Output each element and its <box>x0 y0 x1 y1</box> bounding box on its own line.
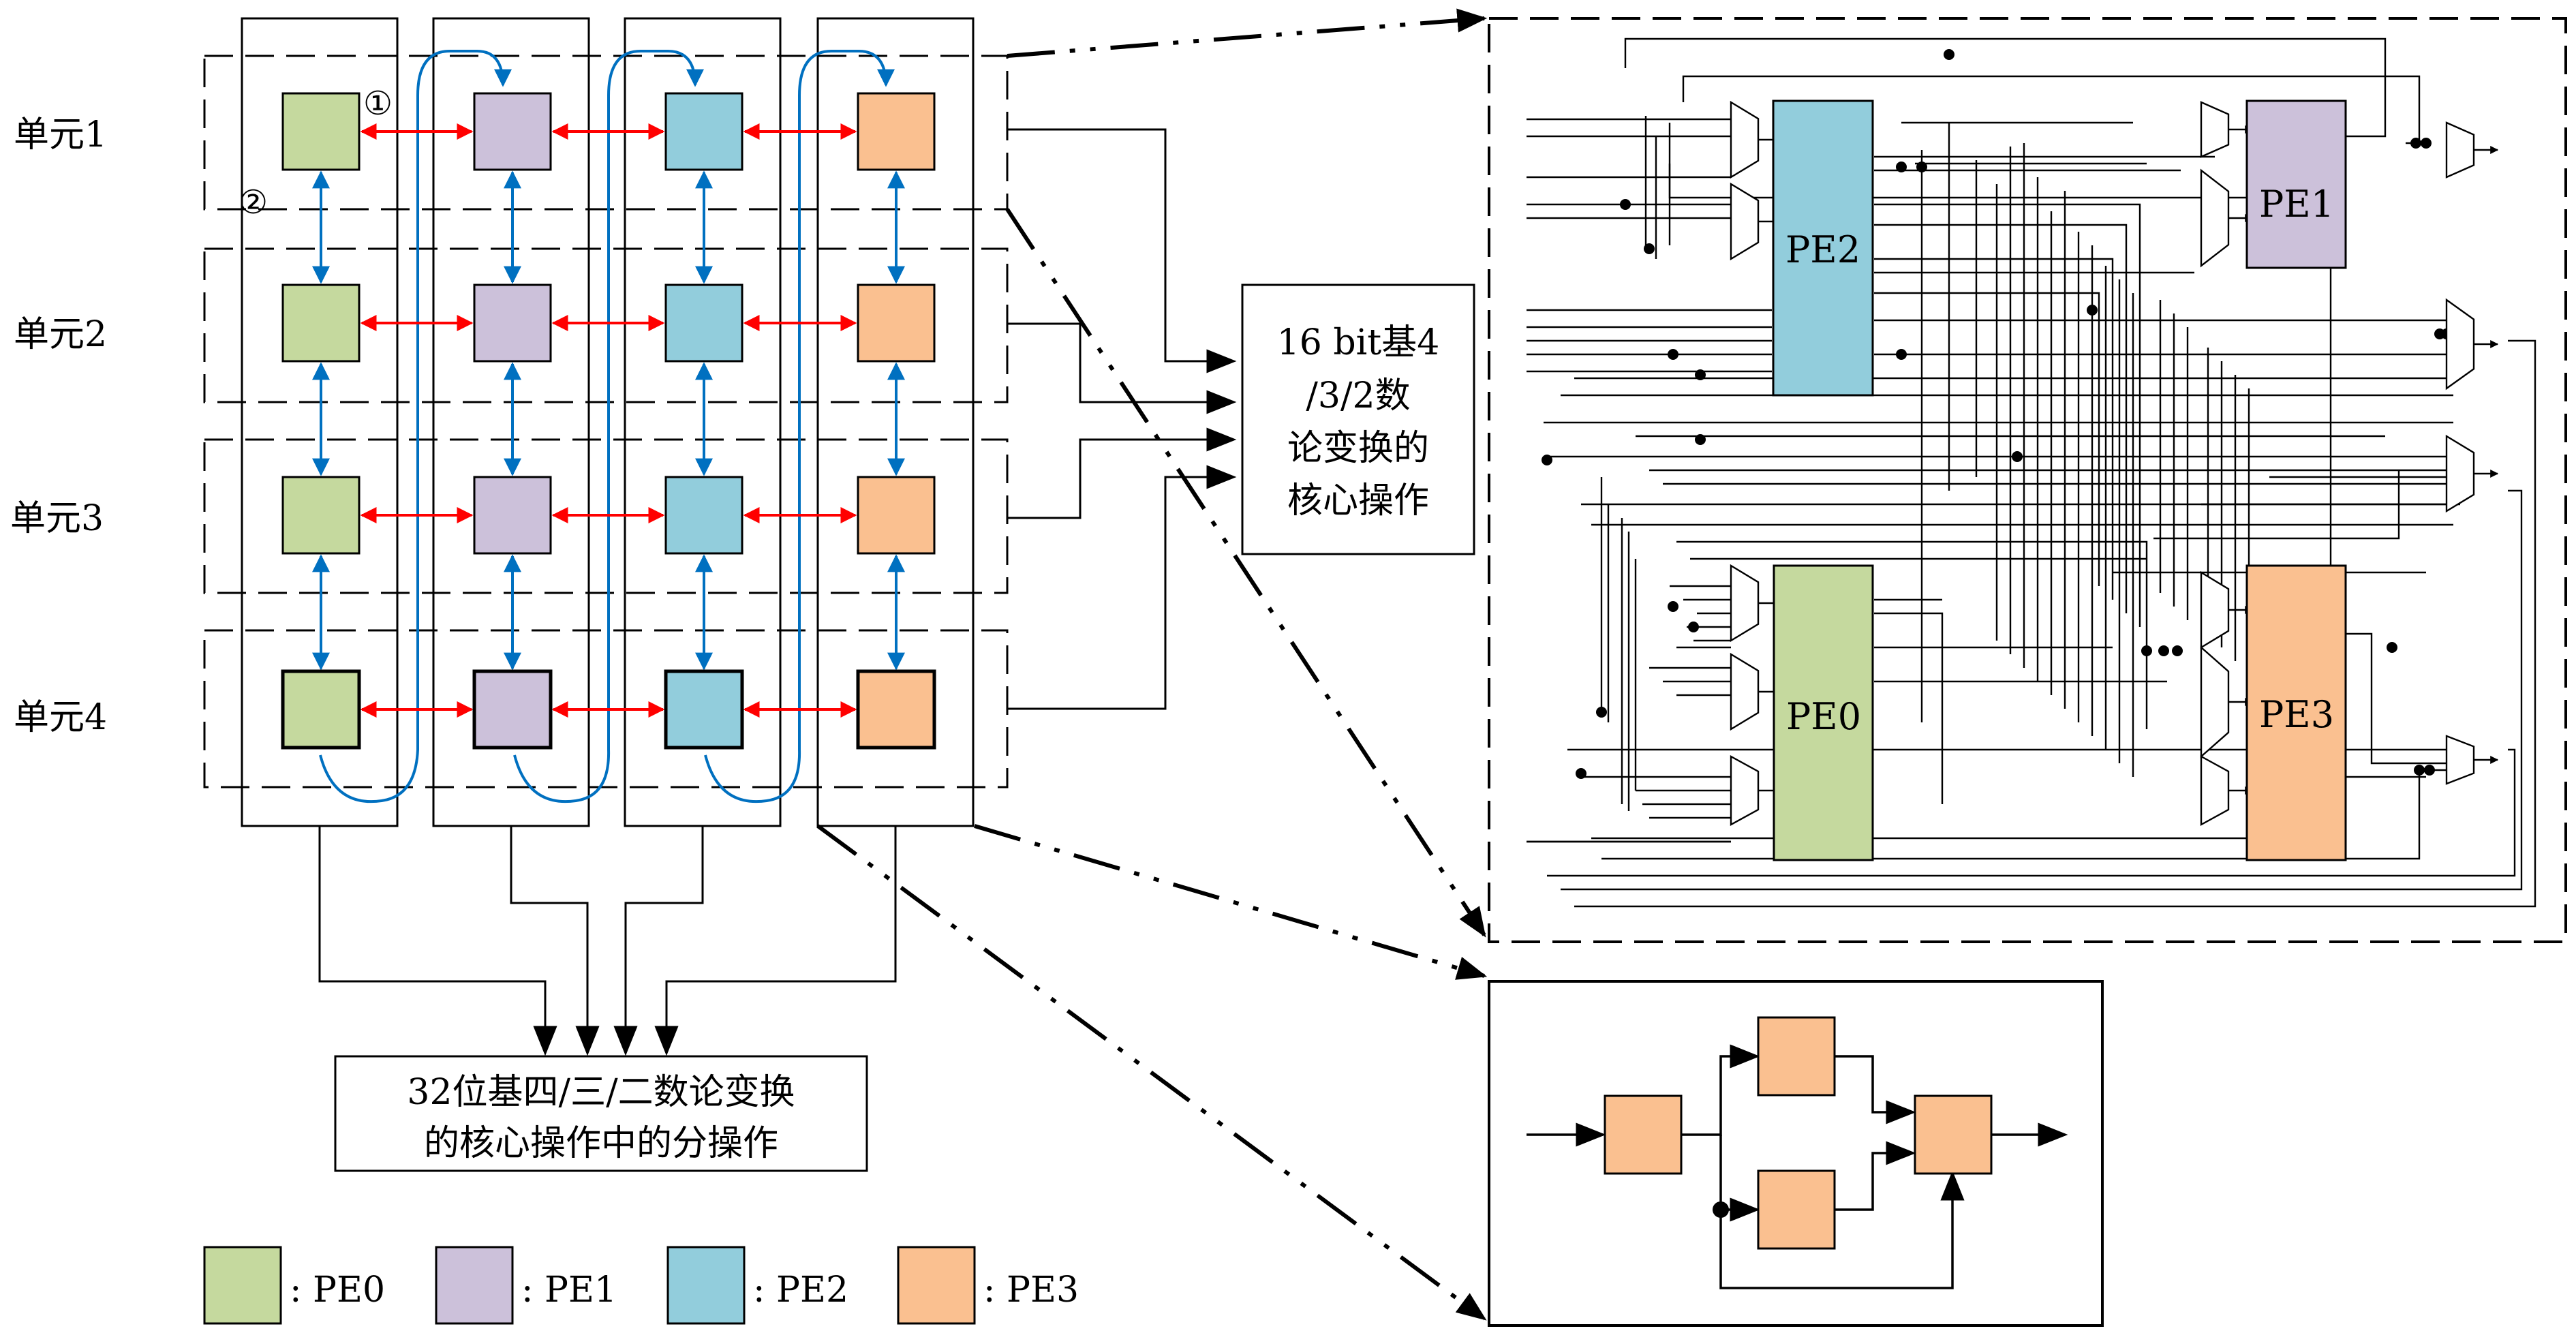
snake-path-1 <box>513 50 704 803</box>
mux-11 <box>2200 645 2230 759</box>
unit-frame-1 <box>203 55 1009 211</box>
core32-box <box>334 1055 868 1172</box>
legend: : PE0 : PE1 : PE2 : PE3 <box>203 1246 1079 1325</box>
pe-block-pe2-unit2 <box>664 284 743 363</box>
mux-7 <box>1730 564 1760 643</box>
mux-5 <box>2445 298 2475 390</box>
core32-line-1: 32位基四/三/二数论变换 <box>407 1072 795 1113</box>
pe3-sub-in <box>1604 1094 1683 1175</box>
pe-block-pe2-unit1 <box>664 92 743 171</box>
pe3-sub-top <box>1757 1016 1836 1097</box>
pe-block-pe1-unit2 <box>473 284 552 363</box>
unit-label-1: 单元1 <box>14 114 107 155</box>
detail-pe2-label: PE2 <box>1785 228 1860 271</box>
pe-block-pe1-unit3 <box>473 476 552 555</box>
detail-pe0-block <box>1773 564 1874 861</box>
mux-4 <box>2445 121 2475 179</box>
core16-line-3: 论变换的 <box>1287 428 1429 469</box>
unit-label-2: 单元2 <box>14 314 107 355</box>
unit-detail-wiring <box>1527 37 2536 908</box>
legend-swatch-pe2 <box>666 1246 746 1325</box>
marker-2: ② <box>239 183 268 221</box>
mux-6 <box>2445 434 2475 513</box>
detail-pe3-block <box>2245 564 2347 861</box>
pe-block-pe0-unit3 <box>281 476 361 555</box>
legend-label-pe0: : PE0 <box>290 1270 385 1311</box>
core16-line-2: /3/2数 <box>1306 376 1410 416</box>
snake-path-0 <box>319 50 512 803</box>
pe-block-pe1-unit4 <box>472 669 553 750</box>
zoom-line-mid <box>1005 208 1486 938</box>
pe-block-pe3-unit2 <box>857 284 936 363</box>
legend-swatch-pe3 <box>897 1246 976 1325</box>
pe-block-pe0-unit4 <box>281 669 361 750</box>
pe-block-pe1-unit1 <box>473 92 552 171</box>
pe-block-pe3-unit3 <box>857 476 936 555</box>
mux-0 <box>1730 100 1760 179</box>
mux-2 <box>2200 101 2230 158</box>
core16-line-1: 16 bit基4 <box>1277 322 1440 363</box>
pe-block-pe3-unit1 <box>857 92 936 171</box>
mux-12 <box>2200 754 2230 827</box>
core32-feed-lines <box>318 826 897 1056</box>
mux-3 <box>2200 168 2230 268</box>
pe-grid <box>281 92 936 750</box>
unit-detail-muxes <box>1730 100 2499 827</box>
detail-pe3-label: PE3 <box>2259 693 2334 736</box>
legend-swatch-pe1 <box>435 1246 514 1325</box>
mux-8 <box>1730 652 1760 731</box>
detail-pe0-label: PE0 <box>1786 695 1861 738</box>
mux-10 <box>2200 570 2230 649</box>
detail-pe2-block <box>1772 99 1874 397</box>
pe3-sub-out <box>1914 1094 1993 1175</box>
core16-box <box>1241 284 1475 555</box>
detail-pe1-block <box>2245 99 2347 269</box>
mux-1 <box>1730 182 1760 261</box>
detail-pe1-label: PE1 <box>2259 183 2334 226</box>
unit-label-4: 单元4 <box>14 697 107 738</box>
unit-frame-2 <box>203 247 1009 403</box>
pe3-detail <box>1527 1016 2068 1289</box>
pe-block-pe3-unit4 <box>856 669 936 750</box>
pe3-sub-bottom <box>1757 1169 1836 1250</box>
unit-detail-frame <box>1488 17 2567 943</box>
zoom-line-bottom <box>816 824 1487 1321</box>
marker-1: ① <box>363 85 393 123</box>
pe-block-pe0-unit2 <box>281 284 361 363</box>
mux-9 <box>1730 754 1760 827</box>
pe3-detail-frame <box>1488 980 2104 1327</box>
unit-label-3: 单元3 <box>10 498 104 539</box>
legend-label-pe3: : PE3 <box>983 1270 1079 1311</box>
core16-feed-lines <box>1007 128 1237 710</box>
snake-path-2 <box>704 50 895 803</box>
unit-frame-3 <box>203 438 1009 594</box>
unit-detail-nodes <box>1542 49 2452 779</box>
mux-13 <box>2445 735 2475 785</box>
legend-label-pe1: : PE1 <box>521 1270 617 1311</box>
pe-block-pe2-unit4 <box>664 669 744 750</box>
pe-block-pe2-unit3 <box>664 476 743 555</box>
legend-swatch-pe0 <box>203 1246 282 1325</box>
core32-line-2: 的核心操作中的分操作 <box>424 1123 778 1164</box>
pe-array: 单元1 单元2 单元3 单元4 ① ② <box>10 17 1009 827</box>
zoom-line-top <box>1007 8 1488 58</box>
zoom-line-pe3 <box>974 824 1488 980</box>
pe-block-pe0-unit1 <box>281 92 361 171</box>
legend-label-pe2: : PE2 <box>753 1270 848 1311</box>
core16-line-4: 核心操作 <box>1287 480 1429 521</box>
